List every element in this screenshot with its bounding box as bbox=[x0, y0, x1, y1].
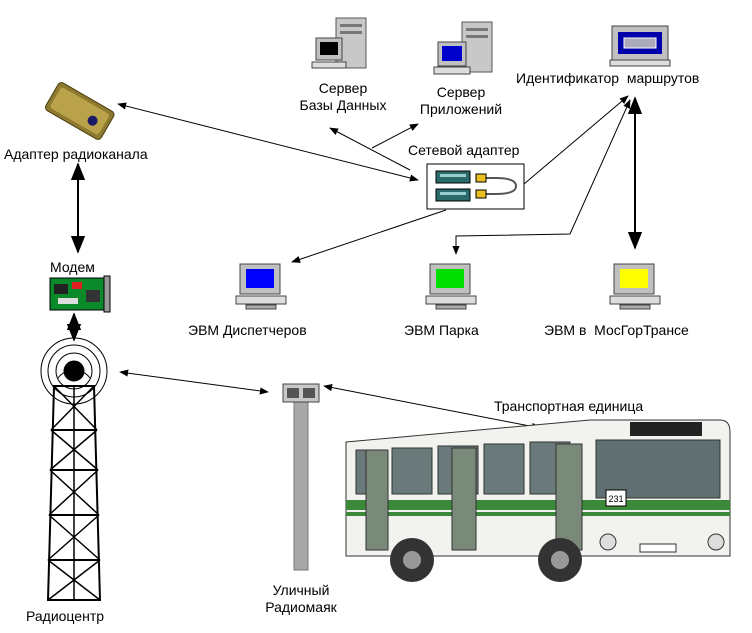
dispatcher-pc-label: ЭВМ Диспетчеров bbox=[188, 322, 307, 338]
connections bbox=[66, 95, 643, 430]
radio-center-label: Радиоцентр bbox=[26, 608, 105, 624]
beacon-pole-icon bbox=[282, 383, 320, 571]
mosgortrans-pc-label: ЭВМ в МосГорТрансе bbox=[544, 322, 689, 338]
link-netadapter-appserver bbox=[371, 123, 419, 149]
db-server-label: Сервер Базы Данных bbox=[299, 80, 387, 113]
bus-icon: 231 bbox=[345, 419, 731, 582]
radio-adapter-label: Адаптер радиоканала bbox=[4, 146, 148, 162]
link-tower-beacon bbox=[119, 369, 269, 395]
dispatcher-pc-icon bbox=[235, 263, 287, 310]
route-identifier-icon bbox=[609, 25, 671, 67]
radio-tower-icon bbox=[40, 337, 108, 601]
radio-adapter-icon bbox=[44, 82, 115, 140]
mosgortrans-pc-icon bbox=[609, 263, 661, 310]
modem-board-icon bbox=[49, 275, 111, 313]
network-adapter-label: Сетевой адаптер bbox=[408, 142, 520, 158]
route-identifier-label: Идентификатор маршрутов bbox=[516, 70, 700, 86]
vehicle-label: Транспортная единица bbox=[494, 398, 644, 414]
link-netadapter-dispatcher bbox=[291, 209, 447, 263]
app-server-icon bbox=[433, 21, 493, 75]
link-netadapter-dbserver bbox=[329, 127, 411, 171]
link-routeid-park bbox=[452, 99, 631, 255]
link-beacon-bus bbox=[323, 384, 541, 430]
park-pc-icon bbox=[425, 263, 477, 310]
park-pc-label: ЭВМ Парка bbox=[404, 322, 479, 338]
street-beacon-label: Уличный Радиомаяк bbox=[265, 582, 337, 615]
link-netadapter-radioadapter bbox=[117, 102, 419, 182]
db-server-icon bbox=[311, 17, 367, 69]
app-server-label: Сервер Приложений bbox=[419, 84, 503, 117]
modem-label: Модем bbox=[50, 259, 95, 275]
svg-text:231: 231 bbox=[608, 494, 623, 504]
network-adapter-icon bbox=[426, 163, 525, 210]
